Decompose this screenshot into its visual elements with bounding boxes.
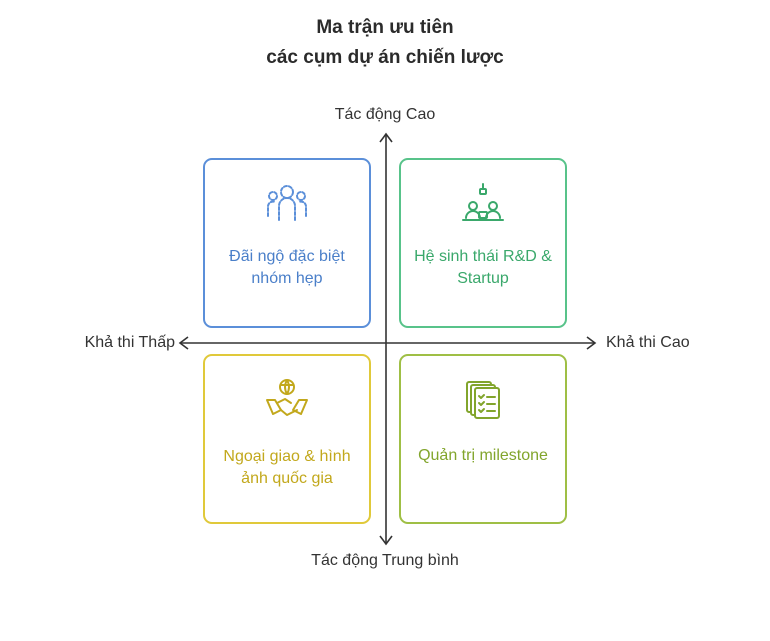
- quadrant-top-left-label: Đãi ngộ đặc biệt nhóm hẹp: [229, 248, 345, 287]
- title-line-1: Ma trận ưu tiên: [316, 17, 454, 38]
- checklist-documents-icon: [466, 381, 500, 419]
- quadrant-top-left: Đãi ngộ đặc biệt nhóm hẹp: [203, 158, 371, 328]
- quadrant-bottom-right: Quản trị milestone: [399, 354, 567, 524]
- horizontal-axis-arrow-right: [586, 336, 597, 350]
- vertical-axis-arrow-bottom: [379, 535, 393, 546]
- quadrant-bottom-right-label: Quản trị milestone: [418, 447, 548, 464]
- people-group-icon: [267, 185, 307, 221]
- vertical-axis-arrow-top: [379, 132, 393, 143]
- horizontal-axis-arrow-left: [178, 336, 189, 350]
- team-workspace-icon: [462, 183, 504, 221]
- quadrant-bottom-left-label: Ngoại giao & hình ảnh quốc gia: [223, 448, 351, 487]
- axis-label-bottom: Tác động Trung bình: [311, 552, 459, 569]
- diagram-title: Ma trận ưu tiên các cụm dự án chiến lược: [0, 13, 770, 73]
- axis-label-top: Tác động Cao: [334, 106, 436, 123]
- title-line-2: các cụm dự án chiến lược: [266, 47, 504, 68]
- quadrant-top-right-label: Hệ sinh thái R&D & Startup: [414, 248, 552, 287]
- handshake-globe-icon: [266, 379, 308, 416]
- axis-label-right: Khả thi Cao: [606, 334, 690, 351]
- axis-label-left: Khả thi Thấp: [84, 334, 175, 351]
- quadrant-top-right: Hệ sinh thái R&D & Startup: [399, 158, 567, 328]
- quadrant-bottom-left: Ngoại giao & hình ảnh quốc gia: [203, 354, 371, 524]
